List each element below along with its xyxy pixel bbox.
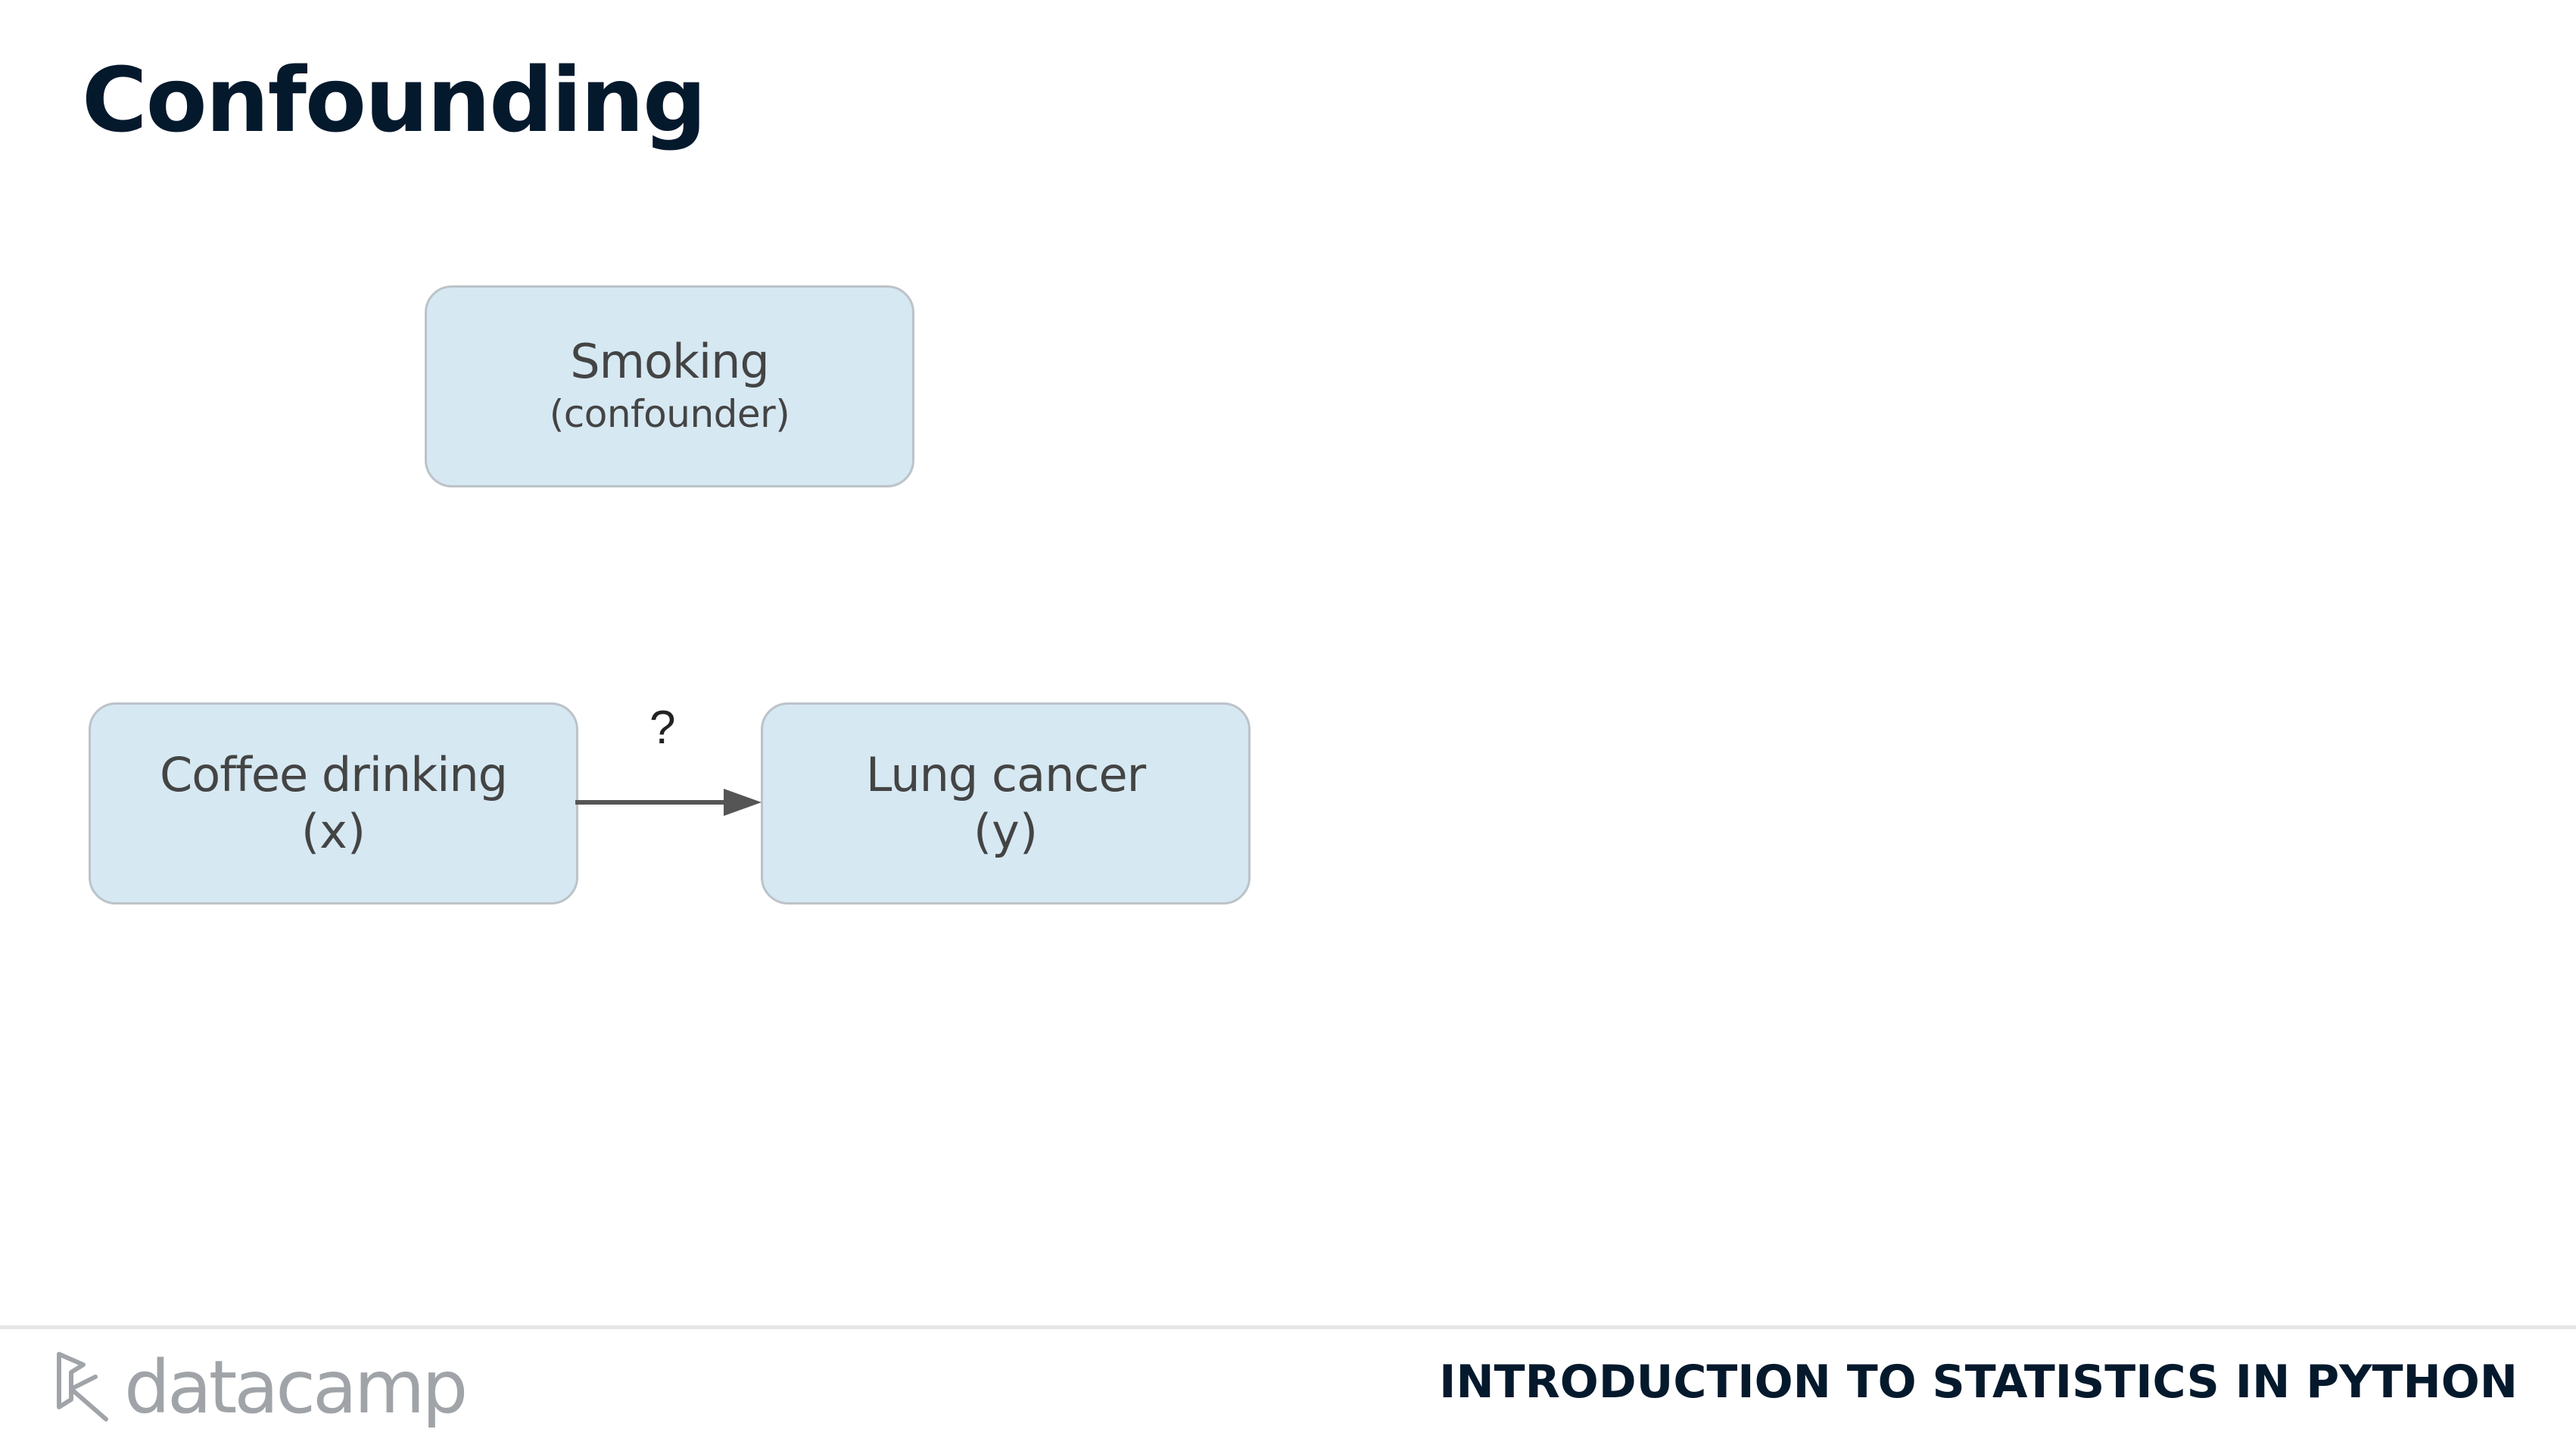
arrow-right-icon xyxy=(575,789,762,816)
node-label: Lung cancer xyxy=(865,747,1146,803)
node-label: Smoking xyxy=(570,333,769,389)
node-sublabel: (x) xyxy=(301,803,366,859)
datacamp-logo-icon xyxy=(57,1352,108,1421)
datacamp-logo: datacamp xyxy=(53,1345,468,1430)
node-smoking-confounder: Smoking (confounder) xyxy=(425,285,914,487)
node-sublabel: (y) xyxy=(973,803,1039,859)
node-label: Coffee drinking xyxy=(159,747,508,803)
edge-arrowhead xyxy=(724,789,762,816)
node-lung-cancer: Lung cancer (y) xyxy=(761,702,1251,905)
edge-label: ? xyxy=(649,702,676,754)
slide-title: Confounding xyxy=(82,48,706,152)
node-coffee-drinking: Coffee drinking (x) xyxy=(89,702,578,905)
footer-divider xyxy=(0,1325,2576,1329)
course-title: INTRODUCTION TO STATISTICS IN PYTHON xyxy=(1439,1356,2518,1409)
node-sublabel: (confounder) xyxy=(549,392,790,437)
logo-text: datacamp xyxy=(124,1345,468,1430)
